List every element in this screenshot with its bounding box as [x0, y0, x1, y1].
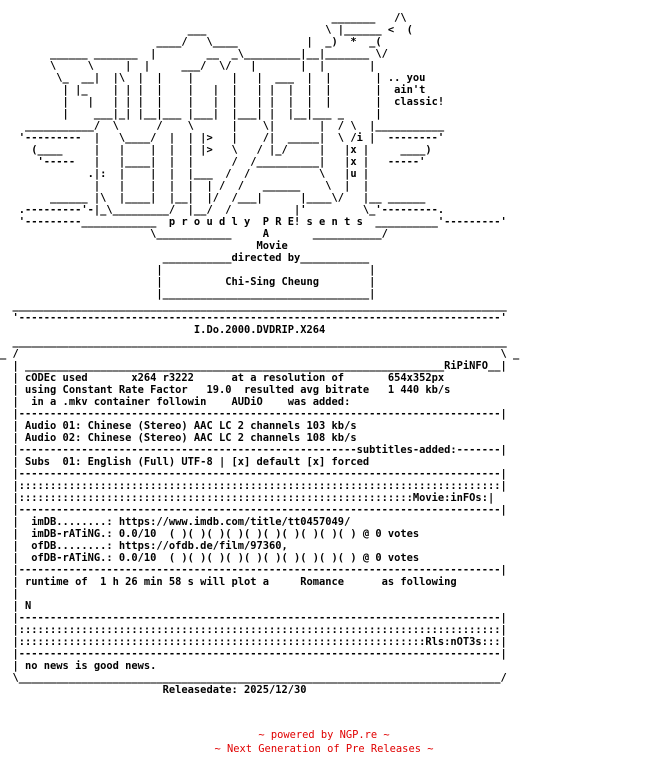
nfo-text: _______ /\ ___ \ |______ < ( ____/ \____… — [0, 12, 520, 696]
footer-tagline: ~ Next Generation of Pre Releases ~ — [214, 743, 434, 755]
footer-powered-by: ~ powered by NGP.re ~ — [258, 729, 390, 741]
